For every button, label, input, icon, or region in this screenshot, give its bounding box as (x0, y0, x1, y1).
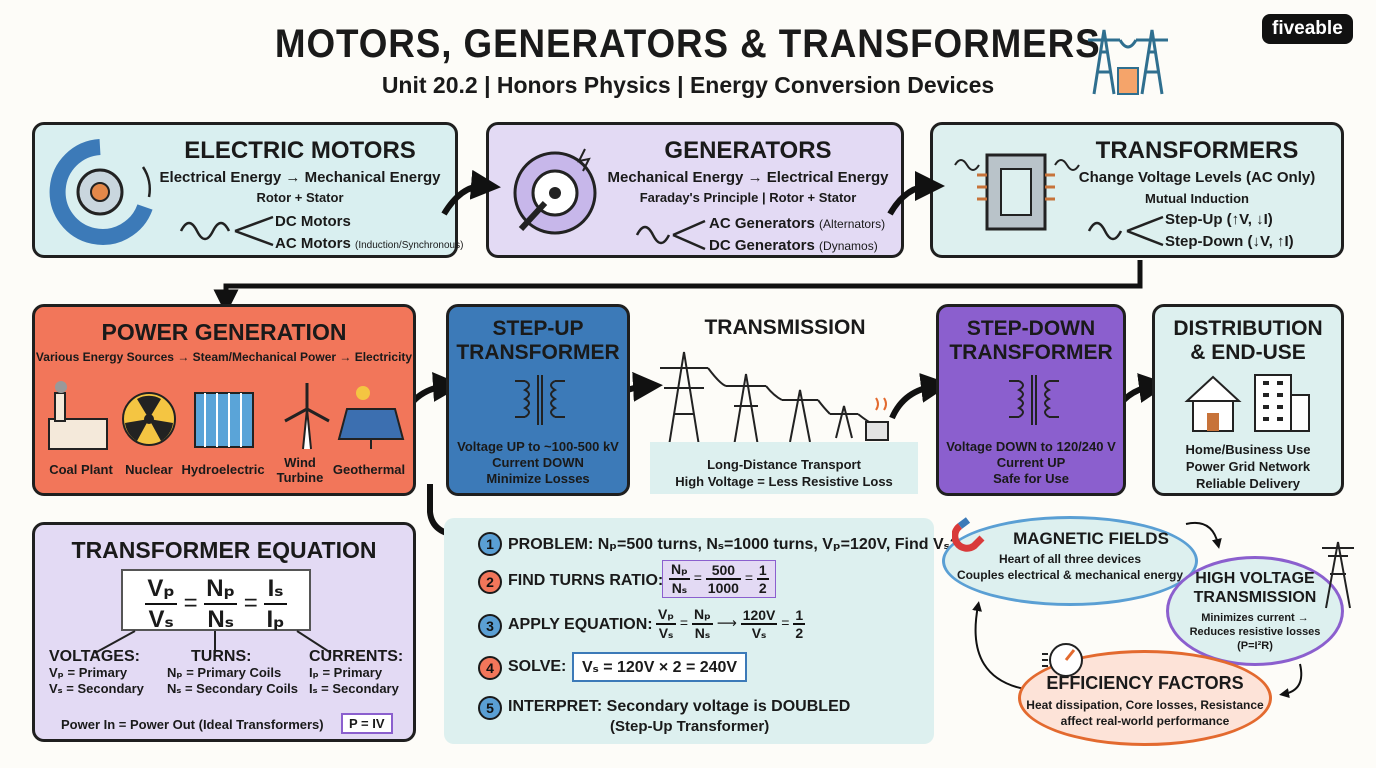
hydroelectric-icon (194, 392, 254, 448)
transformer-core-icon (954, 153, 1080, 231)
coal-plant-icon (48, 381, 108, 450)
equation-footer: Power In = Power Out (Ideal Transformers… (61, 717, 324, 732)
source-label-hydro: Hydroelectric (181, 462, 265, 477)
ac-wave-icon (179, 215, 274, 247)
step-interpret-note: (Step-Up Transformer) (610, 718, 770, 735)
brand-logo[interactable]: fiveable (1262, 14, 1353, 44)
motors-line1: Electrical Energy → Mechanical Energy (159, 169, 441, 186)
equation-connectors (94, 630, 332, 654)
power-tower-icon (1322, 541, 1354, 609)
motors-line2: Rotor + Stator (256, 190, 344, 205)
efficiency-title: EFFICIENCY FACTORS (1046, 673, 1244, 693)
power-gen-title: POWER GENERATION (101, 319, 347, 345)
page-subtitle: Unit 20.2 | Honors Physics | Energy Conv… (381, 72, 995, 98)
electric-motors-card: ELECTRIC MOTORS Electrical Energy → Mech… (32, 122, 463, 258)
generators-line1: Mechanical Energy → Electrical Energy (607, 169, 889, 186)
transformers-title: TRANSFORMERS (1095, 137, 1299, 164)
magnetic-fields-bubble: MAGNETIC FIELDS Heart of all three devic… (942, 516, 1198, 606)
step-number-1: 1 (478, 532, 502, 556)
distribution-title: DISTRIBUTION& END-USE (1173, 317, 1323, 364)
generators-branch-ac: AC Generators (Alternators) (709, 215, 886, 232)
solve-result-box: Vₛ = 120V × 2 = 240V (572, 652, 748, 682)
motors-branch-ac: AC Motors (Induction/Synchronous) (275, 235, 464, 252)
page-title: MOTORS, GENERATORS & TRANSFORMERS (275, 22, 1101, 66)
power-formula-box: P = IV (341, 713, 393, 734)
generators-branch-dc: DC Generators (Dynamos) (709, 237, 878, 254)
motors-branch-dc: DC Motors (275, 213, 351, 230)
step-number-4: 4 (478, 656, 502, 680)
step-solve: SOLVE: (508, 658, 567, 675)
transformer-coil-icon (1009, 375, 1059, 425)
equation-title: TRANSFORMER EQUATION (71, 537, 377, 563)
transformer-coil-icon (515, 375, 565, 425)
magnetic-title: MAGNETIC FIELDS (1013, 529, 1169, 548)
generators-title: GENERATORS (664, 137, 832, 164)
transmission-title: TRANSMISSION (704, 316, 866, 339)
step-number-5: 5 (478, 696, 502, 720)
transformers-line1: Change Voltage Levels (AC Only) (1078, 169, 1316, 186)
ac-wave-icon (635, 219, 706, 251)
wind-turbine-icon (284, 383, 330, 450)
source-label-coal: Coal Plant (49, 462, 113, 477)
home-business-icon (1184, 374, 1310, 432)
transformers-line2: Mutual Induction (1145, 191, 1249, 206)
ac-wave-icon (1087, 215, 1164, 247)
step-number-2: 2 (478, 570, 502, 594)
source-label-nuclear: Nuclear (125, 462, 173, 477)
step-apply-equation: APPLY EQUATION: (508, 616, 653, 633)
generator-icon (513, 148, 597, 235)
source-label-wind: Wind Turbine (276, 455, 324, 485)
step-problem: PROBLEM: Nₚ=500 turns, Nₛ=1000 turns, Vₚ… (508, 536, 960, 553)
step-number-3: 3 (478, 614, 502, 638)
efficiency-text: Heat dissipation, Core losses, Resistanc… (1026, 698, 1264, 728)
nuclear-icon (122, 392, 176, 446)
hv-text: Minimizes current →Reduces resistive los… (1189, 612, 1321, 652)
motor-icon (49, 139, 153, 245)
transformers-branch-up: Step-Up (↑V, ↓I) (1165, 211, 1273, 228)
motors-title: ELECTRIC MOTORS (184, 137, 416, 164)
transformers-branch-down: Step-Down (↓V, ↑I) (1165, 233, 1294, 250)
transmission-towers-icon (660, 351, 889, 453)
energy-sources-icons (48, 381, 405, 450)
magnet-icon (952, 517, 985, 552)
step-interpret: INTERPRET: Secondary voltage is DOUBLED (508, 698, 851, 715)
power-gen-line1: Various Energy Sources → Steam/Mechanica… (35, 350, 413, 364)
generators-line2: Faraday's Principle | Rotor + Stator (639, 190, 857, 205)
solar-panel-icon (337, 386, 405, 449)
step-turns-ratio: FIND TURNS RATIO: (508, 572, 664, 589)
source-label-geothermal: Geothermal (332, 462, 406, 477)
gauge-icon (1042, 643, 1083, 677)
transmission-tower-icon (1088, 29, 1168, 95)
power-generation-card: POWER GENERATION Various Energy Sources … (32, 304, 416, 496)
problem-panel: 1 PROBLEM: Nₚ=500 turns, Nₛ=1000 turns, … (444, 518, 960, 744)
transformers-card: TRANSFORMERS Change Voltage Levels (AC O… (930, 122, 1344, 258)
